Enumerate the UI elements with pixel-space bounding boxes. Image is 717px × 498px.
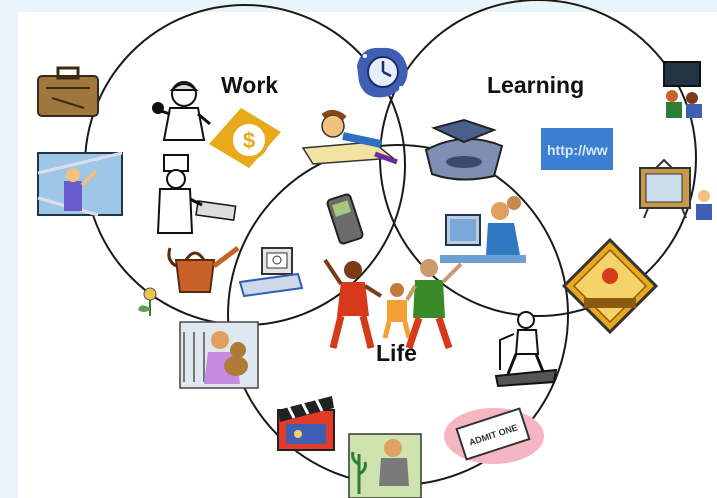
clock-icon bbox=[357, 47, 408, 98]
pet-owner-icon bbox=[179, 321, 259, 389]
sleeping-worker-icon bbox=[301, 110, 398, 165]
graduation-cap-icon bbox=[424, 118, 504, 181]
http-sign-icon: http://ww bbox=[541, 128, 613, 170]
svg-text:$: $ bbox=[243, 128, 255, 153]
classroom-icon bbox=[663, 61, 702, 118]
work-label: Work bbox=[221, 72, 279, 98]
family-dancing-icon bbox=[323, 258, 463, 350]
caution-sign-icon bbox=[561, 237, 659, 335]
briefcase-icon bbox=[37, 66, 99, 117]
life-label: Life bbox=[376, 340, 417, 366]
worker-icon bbox=[152, 81, 211, 141]
mobile-phone-icon bbox=[326, 193, 364, 245]
watering-can-icon bbox=[167, 246, 240, 293]
computer-desk-icon bbox=[238, 247, 304, 298]
http-text: http://ww bbox=[547, 142, 608, 158]
chef-icon bbox=[156, 154, 237, 234]
learning-label: Learning bbox=[487, 72, 585, 98]
television-icon bbox=[639, 158, 712, 220]
movie-clapper-icon bbox=[277, 396, 335, 451]
flower-icon bbox=[138, 287, 157, 316]
window-washer-icon bbox=[37, 151, 123, 217]
admit-one-ticket-icon: ADMIT ONE bbox=[444, 407, 544, 464]
computer-user-icon bbox=[440, 196, 526, 263]
treadmill-icon bbox=[494, 311, 558, 388]
dollar-icon: $ bbox=[209, 108, 281, 168]
gardener-icon bbox=[348, 433, 422, 498]
